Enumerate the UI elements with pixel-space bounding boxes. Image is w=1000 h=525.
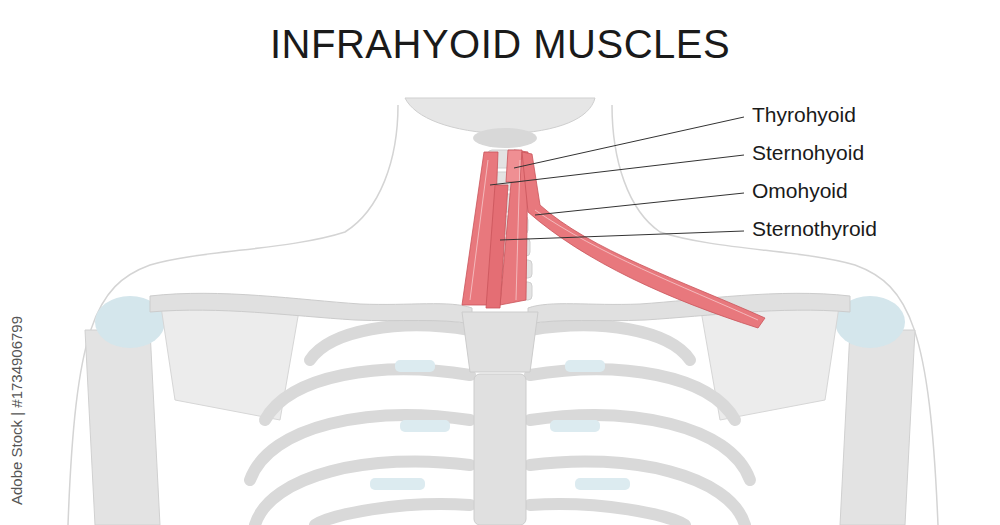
diagram-title: INFRAHYOID MUSCLES <box>270 22 730 67</box>
manubrium <box>462 312 538 372</box>
muscle-fibres <box>470 160 758 320</box>
infrahyoid-muscles <box>462 150 765 328</box>
leader-line <box>514 117 744 168</box>
humerus <box>840 330 915 525</box>
leader-lines <box>490 117 744 240</box>
muscle-label: Sternohyoid <box>752 141 864 165</box>
leader-line <box>535 193 744 215</box>
omohyoid-muscle <box>522 152 765 328</box>
muscle-label: Omohyoid <box>752 179 848 203</box>
leader-line <box>490 155 744 185</box>
sternothyroid-muscle <box>486 185 508 308</box>
muscle-label: Sternothyroid <box>752 217 877 241</box>
sternum-body <box>474 374 526 525</box>
hyoid-bone <box>473 128 537 148</box>
humerus <box>85 330 160 525</box>
clavicle <box>150 293 472 324</box>
leader-line <box>500 231 744 240</box>
muscle-label: Thyrohyoid <box>752 103 856 127</box>
watermark: Adobe Stock | #1734906799 <box>8 316 25 505</box>
